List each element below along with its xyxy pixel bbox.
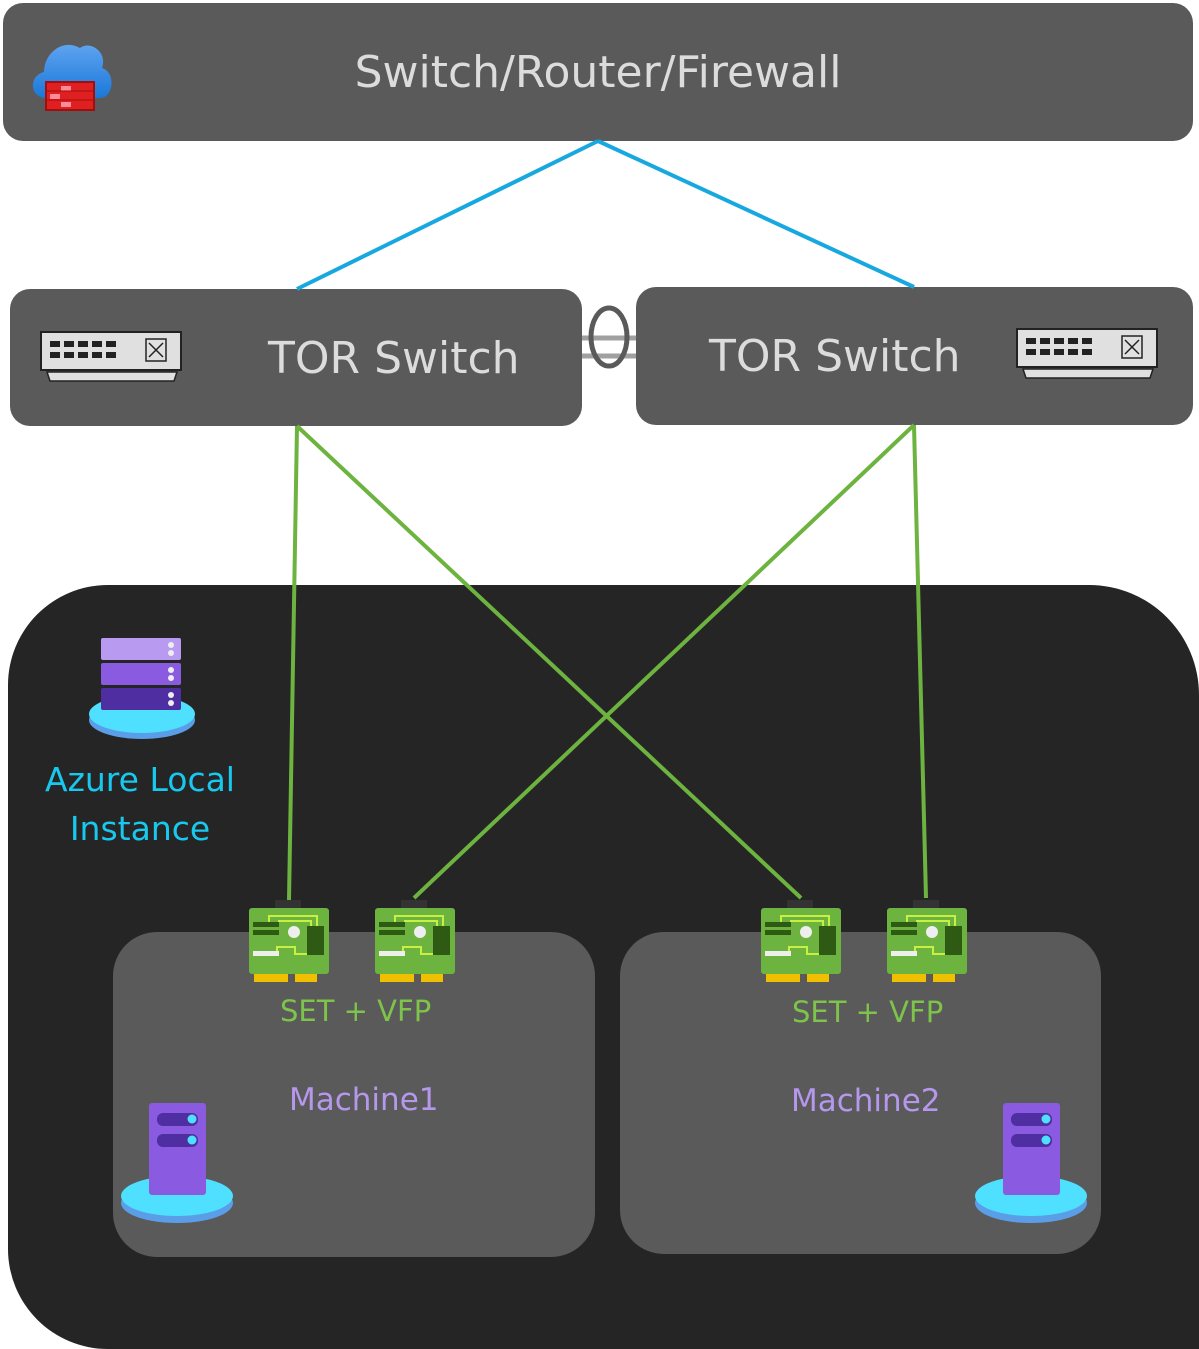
link-aggregation-icon — [582, 305, 636, 369]
downlink-tor2-m2nic2 — [912, 424, 928, 899]
network-switch-icon — [1016, 328, 1158, 379]
uplink-right — [597, 139, 915, 289]
machine2-label: Machine2 — [791, 1083, 941, 1119]
machine1-label: Machine1 — [289, 1082, 439, 1118]
tor-switch-left-node[interactable]: TOR Switch — [10, 289, 582, 426]
nic-icon — [887, 900, 967, 982]
downlink-tor2-m1nic2 — [412, 423, 916, 900]
uplink-left — [296, 139, 599, 291]
machine2-nic-label: SET + VFP — [792, 995, 944, 1029]
tor-switch-right-label: TOR Switch — [709, 331, 961, 382]
switch-router-firewall-label: Switch/Router/Firewall — [354, 47, 842, 98]
machine2-server-icon — [975, 1103, 1087, 1223]
downlink-tor1-m2nic1 — [295, 424, 803, 900]
nic-icon — [761, 900, 841, 982]
cloud-firewall-icon — [32, 44, 112, 111]
downlink-tor1-m1nic1 — [287, 425, 299, 901]
azure-local-instance-label: Azure Local Instance — [40, 755, 240, 853]
instance-label-line1: Azure Local — [45, 760, 235, 799]
nic-icon — [375, 900, 455, 982]
tor-switch-left-label: TOR Switch — [268, 333, 520, 384]
switch-router-firewall-node[interactable]: Switch/Router/Firewall — [3, 3, 1193, 141]
instance-label-line2: Instance — [69, 809, 211, 848]
machine1-nic-label: SET + VFP — [280, 994, 432, 1028]
nic-icon — [249, 900, 329, 982]
server-stack-icon — [89, 638, 195, 739]
network-switch-icon — [40, 331, 182, 382]
machine1-server-icon — [121, 1103, 233, 1223]
